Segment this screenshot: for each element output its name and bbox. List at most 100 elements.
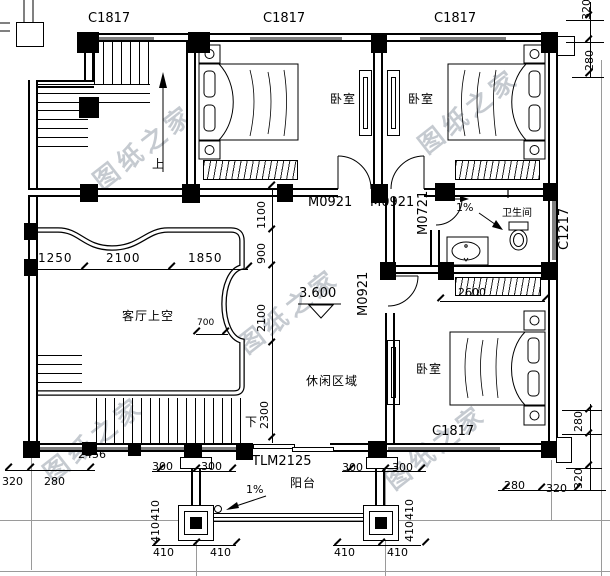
column — [80, 184, 98, 202]
dim-line — [566, 42, 604, 43]
dim-line — [31, 269, 248, 270]
dim-410-r1: 410 — [334, 546, 355, 559]
wall-bath-bottom — [380, 265, 557, 274]
door-arc-bedroom-left — [337, 155, 372, 190]
dim-line — [333, 545, 421, 546]
dim-410-l1: 410 — [153, 546, 174, 559]
dim-280-bl: 280 — [44, 475, 65, 488]
dim-2100: 2100 — [106, 251, 141, 265]
wardrobe — [455, 277, 541, 296]
bed-top-left — [198, 63, 299, 141]
door-arc-bedroom-right — [390, 155, 425, 190]
dim-700: 700 — [197, 318, 215, 328]
stair-flight-bottom — [96, 398, 248, 443]
wall-center-vert-lower — [385, 313, 395, 443]
dim-line — [498, 490, 606, 491]
corner-outline — [556, 437, 572, 463]
room-label-bedroom-2: 卧室 — [408, 92, 435, 106]
toilet-icon — [508, 221, 529, 251]
grid-line — [0, 571, 610, 572]
column — [77, 32, 99, 53]
column — [24, 223, 38, 240]
sink-icon — [446, 236, 489, 266]
window-c1217-right — [549, 200, 557, 260]
column — [236, 443, 253, 460]
grid-line — [601, 60, 602, 576]
level-marker-symbol — [298, 303, 341, 319]
dim-line — [566, 20, 604, 21]
wall-bath-left — [430, 230, 440, 270]
stair-flight-lower-left — [38, 355, 82, 395]
column — [541, 262, 557, 280]
dim-410-l2: 410 — [210, 546, 231, 559]
balcony-pier-left — [191, 456, 201, 506]
window-c1817-bottom — [388, 444, 500, 452]
dim-line — [5, 470, 95, 471]
wardrobe-tall — [387, 340, 400, 405]
wardrobe-tall — [359, 70, 372, 136]
void-railing — [38, 227, 245, 396]
window-label-c1817-3: C1817 — [434, 11, 477, 26]
column — [435, 183, 455, 201]
stair-flight-mid — [38, 84, 150, 110]
dim-320-bl: 320 — [2, 475, 23, 488]
window-label-c1817-bottom: C1817 — [432, 424, 475, 439]
dim-line — [590, 404, 591, 490]
dim-line — [590, 2, 591, 78]
column — [23, 441, 40, 458]
stair-up-arrow — [159, 72, 167, 172]
door-label-m0921-lower: M0921 — [356, 271, 371, 316]
dim-line — [272, 188, 273, 443]
column — [277, 184, 293, 202]
bed-bottom-right — [449, 331, 546, 406]
window-bottom-left-b — [97, 444, 128, 452]
stair-flight-left — [38, 110, 88, 150]
wall-left-upper — [84, 33, 94, 88]
door-label-tlm2125: TLM2125 — [252, 454, 312, 469]
dim-280-rb: 280 — [572, 411, 585, 432]
column — [543, 183, 557, 201]
window-bottom-left-c — [141, 444, 184, 452]
room-label-living-void: 客厅上空 — [122, 309, 175, 323]
wall-center-vert-upper — [385, 197, 395, 273]
column — [182, 184, 200, 203]
dim-1850: 1850 — [188, 251, 223, 265]
dim-2600: 2600 — [458, 286, 486, 299]
dim-410-r2: 410 — [387, 546, 408, 559]
room-label-leisure: 休闲区域 — [306, 374, 359, 388]
window-bottom-left-a — [40, 444, 82, 452]
window-label-bottom-left: 2456 — [78, 448, 106, 461]
stair-label-up: 上 — [152, 157, 166, 171]
dim-280-bh: 280 — [504, 479, 525, 492]
window-c1817-top-1 — [98, 33, 154, 42]
shower-icon — [503, 188, 513, 198]
stair-label-down: 下 — [245, 415, 259, 429]
dim-320-rb: 320 — [572, 468, 585, 489]
dim-300-l2: 300 — [201, 460, 222, 473]
column — [128, 443, 141, 456]
grid-line — [31, 456, 32, 570]
level-marker-value: 3.600 — [299, 286, 337, 301]
window-label-c1217: C1217 — [557, 207, 572, 250]
dim-410-rv1: 410 — [403, 499, 416, 520]
dim-line — [440, 301, 545, 302]
door-swing-arrow — [460, 196, 469, 202]
door-arc-bedroom-lower — [387, 275, 419, 307]
dim-line — [566, 468, 602, 469]
column — [541, 441, 558, 458]
door-label-m0921-left: M0921 — [308, 195, 353, 210]
slope-label-balcony: 1% — [246, 483, 264, 496]
door-label-m0921-right: M0921 — [370, 195, 415, 210]
room-label-bathroom: 卫生间 — [502, 208, 532, 219]
projection-outline — [16, 22, 44, 47]
room-label-bedroom-1: 卧室 — [330, 92, 357, 106]
room-label-bedroom-3: 卧室 — [416, 362, 443, 376]
corner-outline — [557, 36, 575, 56]
dim-1250: 1250 — [38, 251, 73, 265]
dim-line — [152, 545, 236, 546]
wardrobe — [203, 160, 298, 180]
dim-2300: 2300 — [258, 401, 271, 429]
dim-line — [152, 471, 236, 472]
